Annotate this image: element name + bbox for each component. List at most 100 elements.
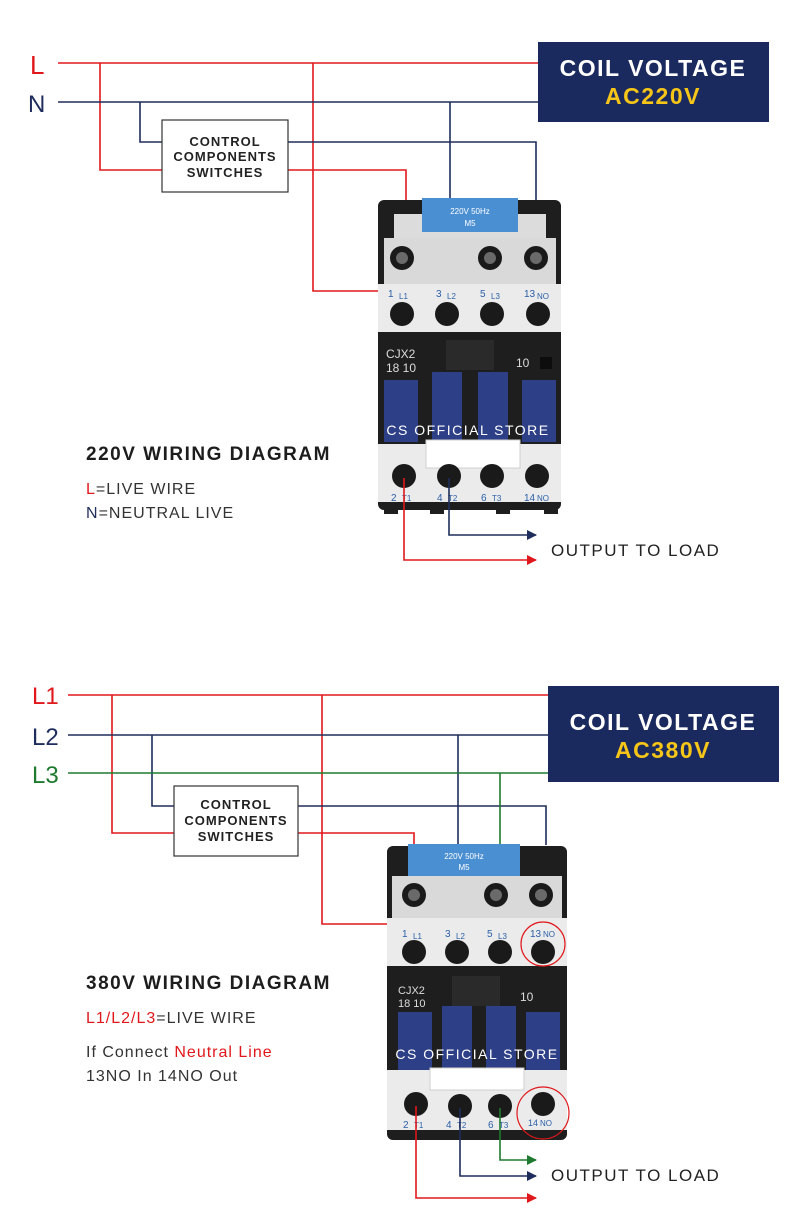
legend-live-text: =LIVE WIRE bbox=[95, 481, 197, 498]
line-l-label: L bbox=[30, 50, 44, 80]
top-screw-1 bbox=[390, 302, 414, 326]
terminal-13-sub: NO bbox=[543, 930, 555, 939]
diagram-220v: L N CONTROL COMPONENTS SWITCHES COIL VOL… bbox=[28, 42, 769, 565]
line-l3-label: L3 bbox=[32, 762, 59, 789]
coil-voltage-title: COIL VOLTAGE bbox=[560, 55, 747, 81]
legend-live-key: L bbox=[86, 481, 96, 498]
terminal-2-sub: T1 bbox=[402, 494, 412, 503]
legend-neutral-text: =NEUTRAL LIVE bbox=[98, 505, 235, 522]
terminal-5-sub: L3 bbox=[491, 292, 500, 301]
output-wire-l2-380 bbox=[459, 1108, 537, 1181]
control-box-line-1: CONTROL bbox=[189, 134, 260, 149]
model-label: CJX2 bbox=[398, 985, 425, 997]
top-screw-3 bbox=[445, 940, 469, 964]
legend-neutral-key: N bbox=[86, 505, 99, 522]
plate-sub-text: M5 bbox=[458, 863, 470, 872]
neutral-note-prefix: If Connect bbox=[86, 1044, 175, 1061]
terminal-2-sub: T1 bbox=[414, 1121, 424, 1130]
terminal-14-label: 14 bbox=[528, 1118, 538, 1128]
terminal-13-label: 13 bbox=[524, 289, 536, 300]
bottom-screw-2 bbox=[392, 464, 416, 488]
terminal-2-label: 2 bbox=[391, 493, 397, 504]
l2-wires-380 bbox=[68, 734, 548, 845]
terminal-2-label: 2 bbox=[403, 1120, 409, 1131]
terminal-3-label: 3 bbox=[445, 929, 451, 940]
top-screw-13 bbox=[531, 940, 555, 964]
bottom-screw-14 bbox=[531, 1092, 555, 1116]
legend-live-380: L1/L2/L3=LIVE WIRE bbox=[86, 1010, 257, 1028]
coil-voltage-banner bbox=[548, 686, 779, 782]
terminal-1-sub: L1 bbox=[399, 292, 408, 301]
terminal-3-label: 3 bbox=[436, 289, 442, 300]
terminal-13-sub: NO bbox=[537, 292, 549, 301]
bottom-screw-2 bbox=[404, 1092, 428, 1116]
terminal-1-label: 1 bbox=[388, 289, 394, 300]
legend-live-220: L=LIVE WIRE bbox=[86, 481, 196, 499]
model-sub-label: 18 10 bbox=[398, 998, 426, 1010]
top-screw-5 bbox=[488, 940, 512, 964]
bottom-screw-4 bbox=[448, 1094, 472, 1118]
coil-voltage-banner bbox=[538, 42, 769, 122]
output-wire-live-220 bbox=[403, 478, 537, 565]
terminal-4-label: 4 bbox=[437, 493, 443, 504]
bottom-screw-14 bbox=[525, 464, 549, 488]
terminal-13-label: 13 bbox=[530, 929, 542, 940]
control-box-line-1: CONTROL bbox=[200, 797, 271, 812]
coil-rating-plate bbox=[422, 198, 518, 232]
control-box-line-3: SWITCHES bbox=[198, 829, 275, 844]
output-to-load-label-220: OUTPUT TO LOAD bbox=[551, 541, 721, 560]
aux-contact-label: 10 bbox=[516, 356, 530, 370]
contactor-220: 220V 50Hz M5 1 L1 3 L2 5 L3 13 NO bbox=[378, 198, 561, 514]
highlight-circle-13no bbox=[520, 921, 566, 967]
coil-voltage-value: AC220V bbox=[605, 83, 701, 109]
terminal-5-label: 5 bbox=[480, 289, 486, 300]
highlight-circle-14no bbox=[516, 1086, 570, 1140]
terminal-6-sub: T3 bbox=[499, 1121, 509, 1130]
control-components-box bbox=[161, 119, 289, 193]
model-label: CJX2 bbox=[386, 347, 416, 361]
store-watermark: CS OFFICIAL STORE bbox=[395, 1046, 558, 1062]
legend-live-text: =LIVE WIRE bbox=[156, 1010, 257, 1027]
coil-voltage-title: COIL VOLTAGE bbox=[570, 709, 757, 735]
l1-wires-380 bbox=[68, 694, 548, 925]
neutral-note-highlight: Neutral Line bbox=[174, 1044, 273, 1061]
wiring-diagram-heading-380: 380V WIRING DIAGRAM bbox=[86, 973, 331, 994]
aux-contact-label: 10 bbox=[520, 990, 534, 1004]
terminal-6-sub: T3 bbox=[492, 494, 502, 503]
line-l2-label: L2 bbox=[32, 724, 59, 751]
control-box-line-2: COMPONENTS bbox=[173, 149, 276, 164]
diagram-380v: L1 L2 L3 CONTROL COMPONENTS SWITCHES COI… bbox=[32, 683, 779, 1203]
terminal-14-sub: NO bbox=[537, 494, 549, 503]
bottom-screw-6 bbox=[488, 1094, 512, 1118]
legend-live-key: L1/L2/L3 bbox=[86, 1010, 157, 1027]
terminal-5-sub: L3 bbox=[498, 932, 507, 941]
plate-rating-text: 220V 50Hz bbox=[450, 207, 490, 216]
terminal-4-sub: T2 bbox=[457, 1121, 467, 1130]
output-wire-l3-380 bbox=[499, 1108, 537, 1165]
neutral-note-line-1: If Connect Neutral Line bbox=[86, 1044, 273, 1062]
terminal-1-sub: L1 bbox=[413, 932, 422, 941]
output-wire-neutral-220 bbox=[448, 478, 537, 540]
bottom-terminal-labels-220: 2 T1 4 T2 6 T3 14 NO bbox=[391, 493, 549, 504]
control-box-line-3: SWITCHES bbox=[187, 165, 264, 180]
legend-neutral-220: N=NEUTRAL LIVE bbox=[86, 505, 234, 523]
terminal-5-label: 5 bbox=[487, 929, 493, 940]
top-screw-5 bbox=[480, 302, 504, 326]
terminal-3-sub: L2 bbox=[447, 292, 456, 301]
line-n-label: N bbox=[28, 91, 45, 118]
bottom-screw-4 bbox=[437, 464, 461, 488]
top-screw-3 bbox=[435, 302, 459, 326]
top-screw-1 bbox=[402, 940, 426, 964]
terminal-1-label: 1 bbox=[402, 929, 408, 940]
terminal-14-sub: NO bbox=[540, 1119, 552, 1128]
terminal-4-label: 4 bbox=[446, 1120, 452, 1131]
l3-wires-380 bbox=[68, 772, 548, 845]
model-sub-label: 18 10 bbox=[386, 361, 416, 375]
control-box-line-2: COMPONENTS bbox=[184, 813, 287, 828]
top-terminal-labels-220: 1 L1 3 L2 5 L3 13 NO bbox=[388, 289, 549, 301]
bottom-terminal-labels-380: 2 T1 4 T2 6 T3 14 NO bbox=[403, 1118, 552, 1131]
contactor-380: 220V 50Hz M5 1 L1 3 L2 5 L3 13 NO bbox=[387, 844, 570, 1140]
top-screw-13 bbox=[526, 302, 550, 326]
terminal-6-label: 6 bbox=[481, 493, 487, 504]
